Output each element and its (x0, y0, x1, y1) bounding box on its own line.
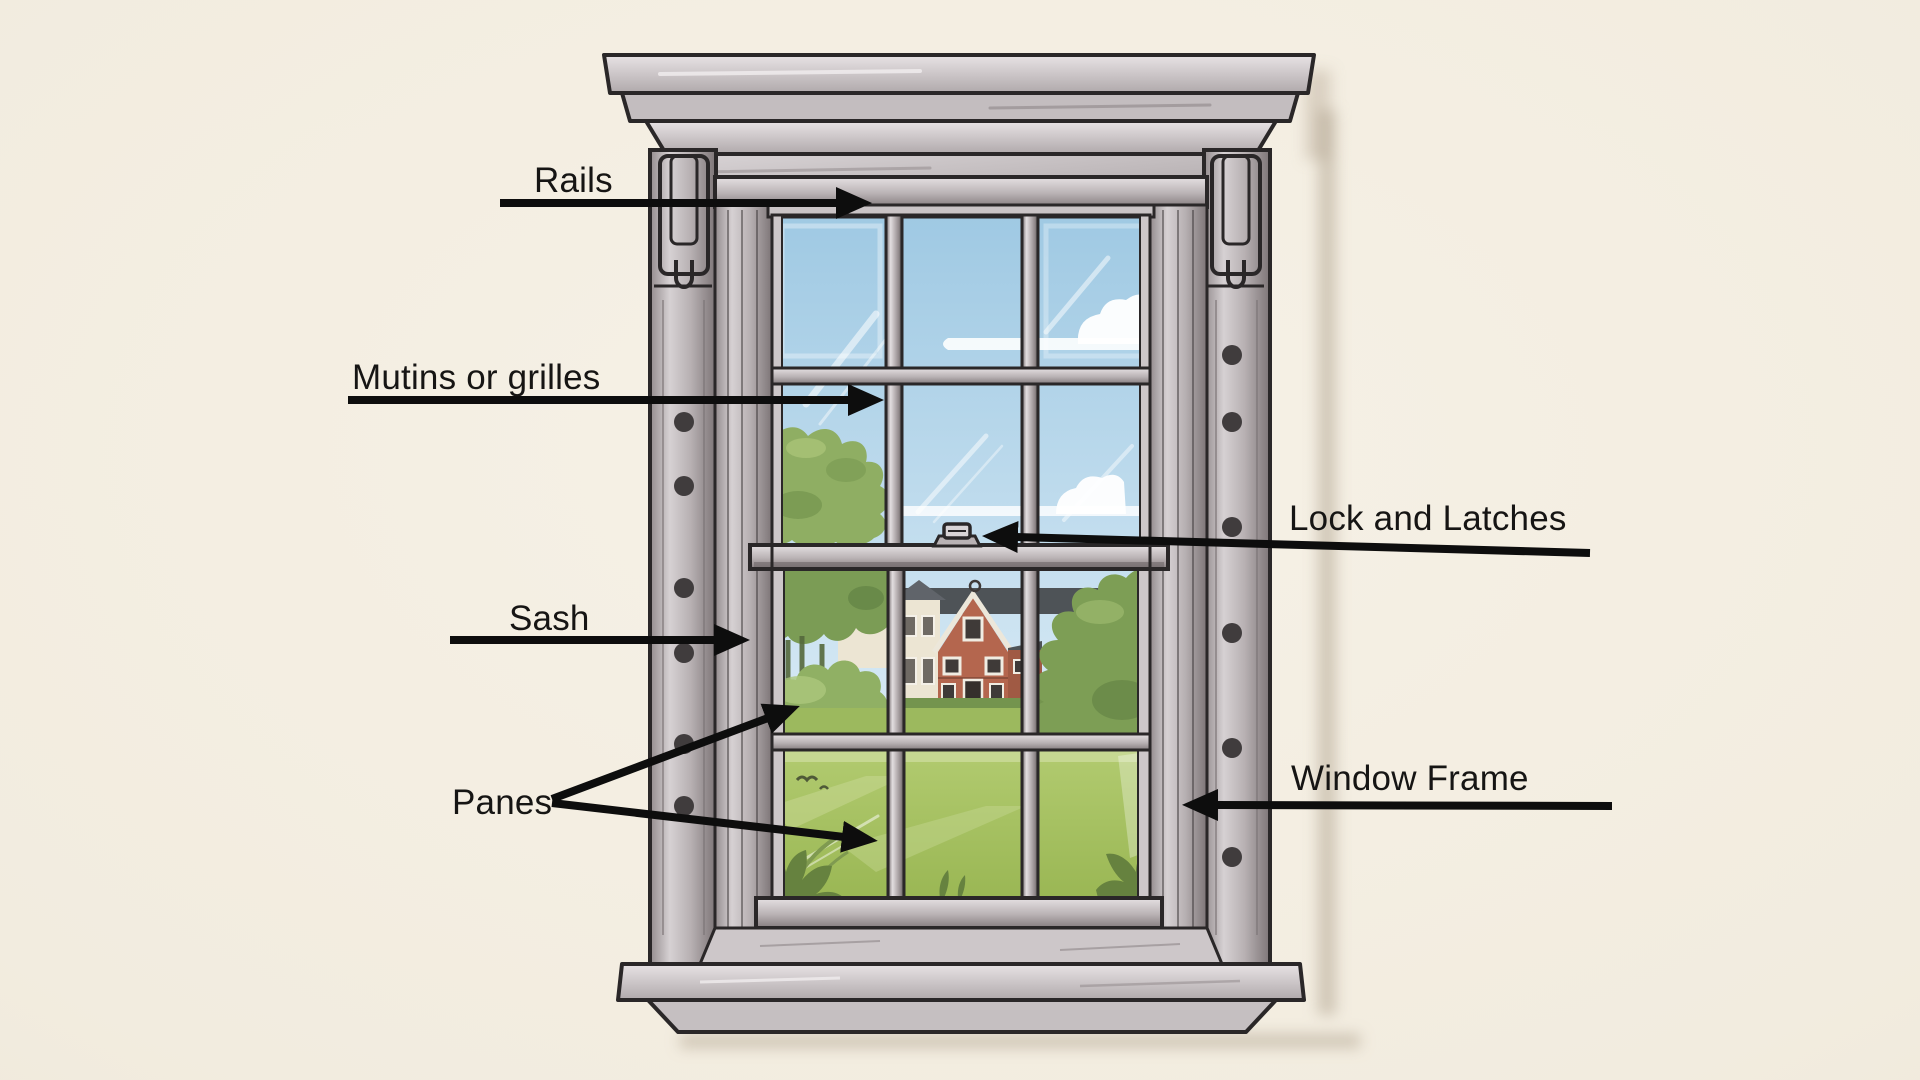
lower-sash (754, 566, 1164, 930)
upper-sash (766, 203, 1156, 547)
muntin-vertical (1020, 213, 1040, 547)
cornice (602, 53, 1316, 208)
trees (772, 568, 892, 718)
rail-horizontal (770, 732, 1152, 752)
muntin-vertical (884, 213, 904, 547)
window-frame-jamb (713, 175, 1209, 934)
label-rails: Rails (534, 161, 613, 200)
corbel-right (1206, 154, 1264, 289)
rail-horizontal (770, 366, 1152, 386)
lock-arrow (982, 521, 1591, 557)
window-shadow (680, 70, 1360, 1048)
hedge (1031, 568, 1150, 734)
left-pilaster (648, 148, 718, 970)
label-window-frame: Window Frame (1291, 759, 1529, 798)
window-frame-arrow (1182, 789, 1613, 822)
label-sash: Sash (509, 599, 590, 638)
label-panes: Panes (452, 783, 553, 822)
lawn-lower (772, 748, 1150, 898)
right-pilaster (1202, 148, 1272, 970)
house (892, 579, 1150, 712)
muntin-vertical (886, 566, 906, 900)
panes-arrow-upper (550, 703, 800, 803)
screw-dots-right (1222, 345, 1242, 867)
window-sill (616, 926, 1306, 1034)
panes-arrow-lower (551, 799, 878, 853)
label-lock-and-latches: Lock and Latches (1289, 499, 1567, 538)
sky (772, 215, 1150, 735)
cornice-highlights (658, 69, 1212, 190)
meeting-rail (748, 522, 1170, 571)
sash-lock (931, 522, 983, 548)
muntin-vertical (1020, 566, 1040, 900)
screw-dots-left (674, 412, 694, 816)
cloud (898, 294, 1150, 516)
apron (646, 998, 1278, 1034)
label-mutins-or-grilles: Mutins or grilles (352, 358, 601, 397)
corbel-left (654, 154, 712, 289)
bush (772, 427, 889, 548)
glass-scene (772, 215, 1150, 898)
bottom-rail (754, 896, 1164, 930)
lawn (772, 708, 1150, 734)
